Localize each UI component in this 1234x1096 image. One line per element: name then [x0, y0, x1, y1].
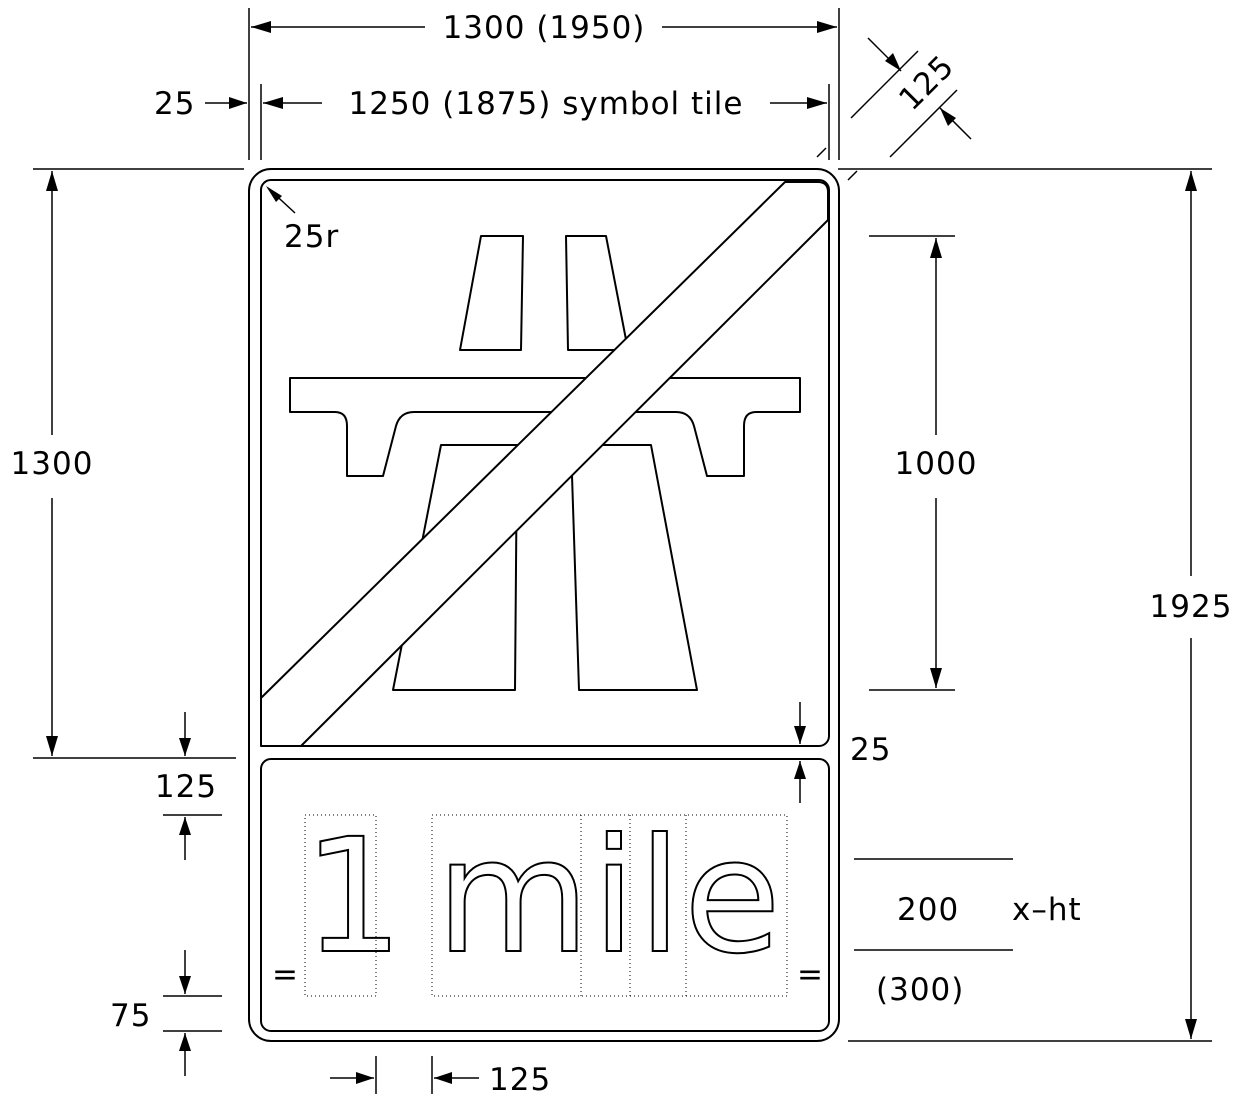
dim-border-gap: 125 [816, 37, 972, 181]
upper-left-carriageway [459, 235, 524, 351]
border-width-label: 25 [154, 86, 195, 122]
symbol-tile-height-label: 1300 [11, 446, 94, 482]
symbol-height-label: 1000 [895, 446, 978, 482]
dim-symbol-tile-height: 1300 [11, 168, 244, 759]
dim-panel-gap: 25 [794, 702, 891, 803]
dim-corner-radius: 25r [266, 186, 339, 255]
x-height-value: 200 [897, 892, 959, 928]
word-space-label: 125 [489, 1062, 551, 1096]
dim-word-space: 125 [330, 1056, 551, 1096]
legend-number: 1 [303, 805, 406, 989]
dim-overall-height: 1925 [838, 168, 1233, 1042]
equal-mark-left: = [272, 957, 299, 993]
dim-bottom-margin: 75 [110, 950, 222, 1076]
symbol-panel [260, 179, 830, 747]
dim-symbol-tile-width: 25 1250 (1875) symbol tile [154, 84, 830, 160]
motorway-symbol [260, 181, 829, 747]
legend-unit: mile [436, 805, 783, 989]
x-height-note: 200 x–ht (300) [854, 858, 1082, 1008]
bridge-deck [289, 377, 801, 477]
upper-right-carriageway [565, 235, 629, 351]
panel-gap-label: 25 [850, 732, 891, 768]
dim-symbol-height: 1000 [869, 235, 978, 691]
lower-right-carriageway [570, 444, 698, 691]
symbol-tile-width-label: 1250 (1875) symbol tile [349, 86, 744, 122]
overall-width-label: 1300 (1950) [443, 10, 646, 46]
x-height-alt-value: (300) [876, 972, 964, 1008]
dim-top-margin: 125 [155, 712, 222, 860]
equal-mark-right: = [797, 957, 824, 993]
x-height-label: x–ht [1012, 892, 1082, 928]
sign-outline [248, 168, 840, 1042]
top-margin-label: 125 [155, 769, 217, 805]
legend-text: 1 mile [302, 804, 783, 990]
overall-height-label: 1925 [1150, 589, 1233, 625]
corner-radius-label: 25r [284, 219, 339, 255]
bottom-margin-label: 75 [110, 998, 151, 1034]
border-gap-label: 125 [892, 48, 961, 117]
legend-panel [260, 758, 830, 1032]
dim-overall-width: 1300 (1950) [248, 8, 840, 160]
end-diagonal-bar [260, 181, 829, 747]
